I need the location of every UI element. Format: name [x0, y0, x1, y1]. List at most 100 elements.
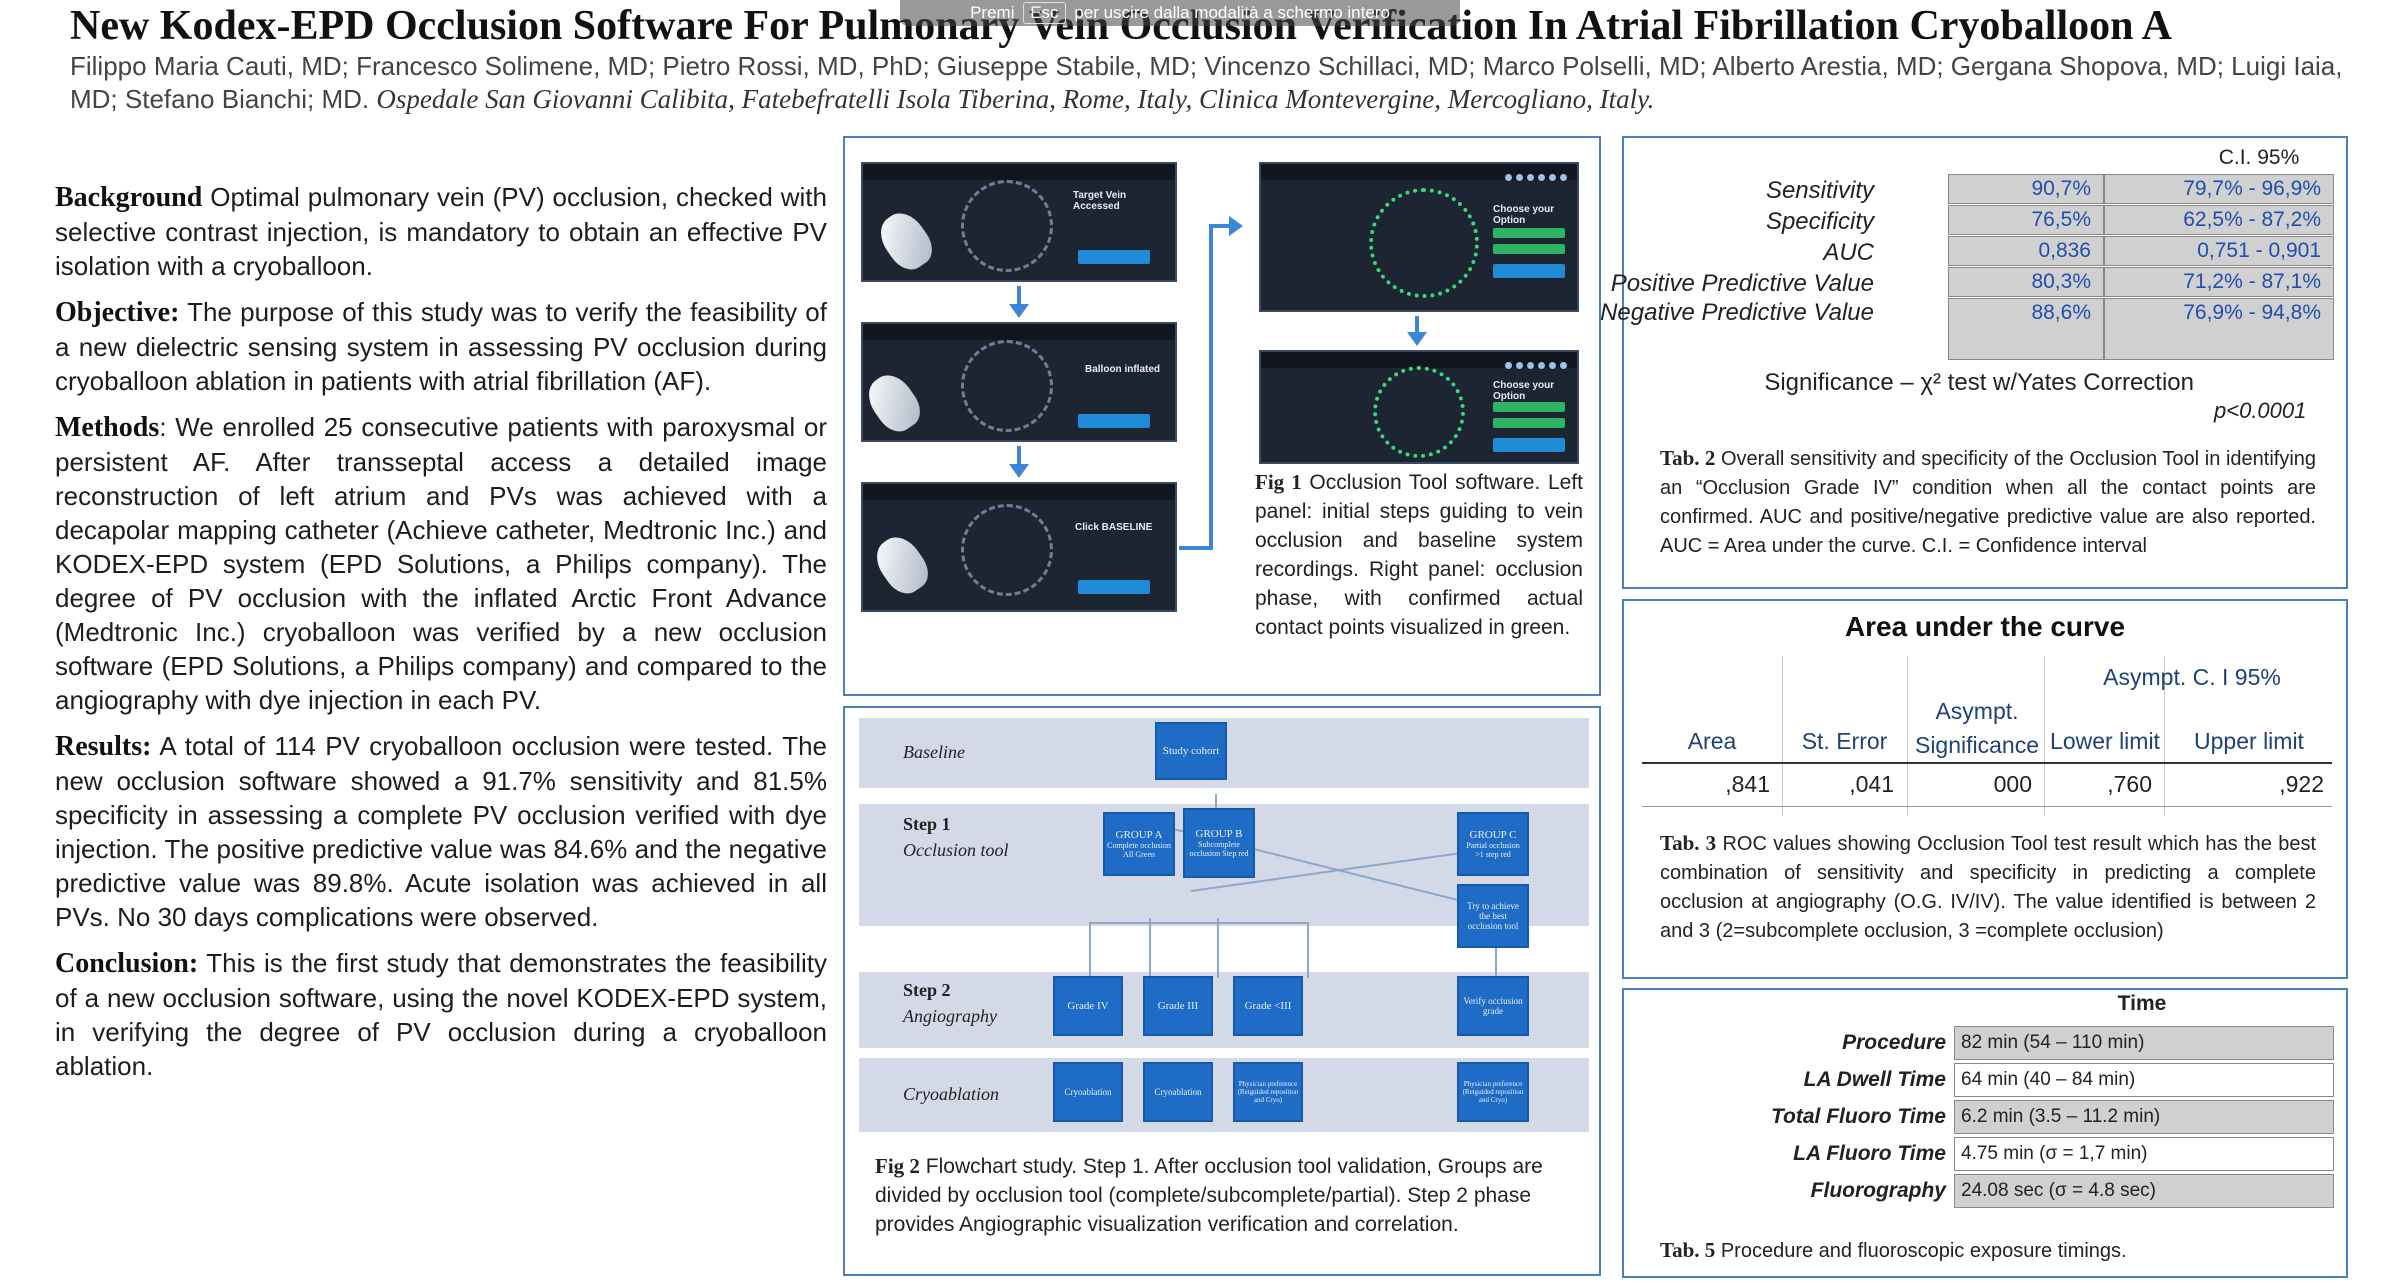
section-text: This is the first study that demonstrate…	[55, 948, 827, 1081]
col-header: Area	[1687, 728, 1737, 754]
next-button-icon	[1078, 250, 1150, 264]
row-label: LA Fluoro Time	[1793, 1142, 1946, 1165]
row-label: Negative Predictive Value	[1600, 299, 1874, 326]
significance-label: Significance – χ² test w/Yates Correctio…	[1764, 369, 2194, 396]
table-2-caption: Tab. 2 Overall sensitivity and specifici…	[1660, 444, 2316, 561]
physician-preference-box: Physician preference (Retguided repositi…	[1233, 1062, 1303, 1122]
row-ci: 76,9% - 94,8%	[2104, 298, 2334, 360]
grade-lt-iii-box: Grade <III	[1233, 976, 1303, 1036]
caption-text: Flowchart study. Step 1. After occlusion…	[875, 1155, 1543, 1236]
row-label: Positive Predictive Value	[1610, 270, 1874, 297]
cell: ,841	[1725, 771, 1770, 797]
figure-1-panel: Target Vein Accessed Balloon inflated Cl…	[843, 136, 1601, 696]
col-header: Asympt. Significance	[1914, 698, 2040, 758]
software-screen: Click BASELINE	[861, 482, 1177, 612]
section-heading: Background	[55, 182, 203, 213]
connector-line	[1179, 546, 1211, 550]
band-label: Step 1	[903, 814, 951, 834]
table-2-panel: C.I. 95% Sensitivity 90,7% 79,7% - 96,9%…	[1600, 136, 2348, 589]
col-header: Asympt. C. I 95%	[2103, 664, 2281, 690]
table-label: Tab. 5	[1660, 1238, 1716, 1262]
option-button-icon	[1493, 418, 1565, 428]
row-ci: 62,5% - 87,2%	[2104, 205, 2334, 235]
table-row: Sensitivity 90,7% 79,7% - 96,9%	[1634, 174, 2334, 204]
next-button-icon	[1493, 438, 1565, 452]
table-label: Tab. 2	[1660, 446, 1716, 470]
author-line: Filippo Maria Cauti, MD; Francesco Solim…	[70, 50, 2370, 116]
cell: ,041	[1849, 771, 1894, 797]
table-row: Total Fluoro Time 6.2 min (3.5 – 11.2 mi…	[1634, 1100, 2334, 1134]
table-row: Negative Predictive Value 88,6% 76,9% - …	[1600, 298, 2334, 360]
p-value: p<0.0001	[2214, 398, 2307, 423]
conclusion-section: Conclusion: This is the first study that…	[55, 946, 827, 1083]
flow-arrow-icon	[1407, 316, 1427, 346]
table-rule	[1642, 762, 2332, 764]
figure-2-panel: Baseline Step 1 Occlusion tool Step 2 An…	[843, 706, 1601, 1276]
next-button-icon	[1493, 264, 1565, 278]
row-label: LA Dwell Time	[1803, 1068, 1946, 1091]
flow-line	[1149, 918, 1151, 978]
figure-label: Fig 2	[875, 1154, 920, 1178]
caption-text: Occlusion Tool software. Left panel: ini…	[1255, 471, 1583, 639]
table-row: Fluorography 24.08 sec (σ = 4.8 sec)	[1634, 1174, 2334, 1208]
toast-prefix: Premi	[970, 3, 1015, 22]
auc-table: Asympt. C. I 95% Asympt. Significance Ar…	[1642, 656, 2332, 836]
flow-line	[1307, 922, 1309, 978]
section-text: Optimal pulmonary vein (PV) occlusion, c…	[55, 182, 827, 281]
methods-section: Methods: We enrolled 25 consecutive pati…	[55, 410, 827, 717]
row-value: 80,3%	[1948, 267, 2104, 297]
abstract-column: Background Optimal pulmonary vein (PV) o…	[55, 180, 827, 1095]
contact-ring-icon	[1373, 366, 1465, 458]
time-header: Time	[2117, 992, 2167, 1015]
figure-label: Fig 1	[1255, 470, 1302, 494]
baseline-button-icon	[1078, 580, 1150, 594]
row-value: 6.2 min (3.5 – 11.2 min)	[1954, 1100, 2334, 1134]
connector-line	[1209, 224, 1231, 228]
cell: ,760	[2107, 771, 2152, 797]
table-label: Tab. 3	[1660, 831, 1717, 855]
esc-key-badge[interactable]: Esc	[1023, 2, 1066, 24]
band-label: Cryoablation	[903, 1084, 1000, 1104]
figure-2-caption: Fig 2 Flowchart study. Step 1. After occ…	[875, 1152, 1575, 1239]
physician-preference-box: Physician preference (Retguided repositi…	[1457, 1062, 1529, 1122]
row-value: 4.75 min (σ = 1,7 min)	[1954, 1137, 2334, 1171]
caption-text: Procedure and fluoroscopic exposure timi…	[1720, 1240, 2127, 1262]
col-header: Upper limit	[2194, 728, 2304, 754]
row-value: 90,7%	[1948, 174, 2104, 204]
try-best-occlusion-box: Try to achieve the best occlusion tool	[1457, 884, 1529, 948]
section-text: : We enrolled 25 consecutive patients wi…	[55, 412, 827, 715]
band-label: Baseline	[903, 742, 965, 762]
figure-1-caption: Fig 1 Occlusion Tool software. Left pane…	[1255, 468, 1583, 642]
row-label: Sensitivity	[1765, 177, 1874, 204]
flow-line	[1089, 922, 1091, 978]
objective-section: Objective: The purpose of this study was…	[55, 295, 827, 398]
flow-line	[1089, 922, 1309, 924]
screen-label: Click BASELINE	[1075, 522, 1153, 533]
results-section: Results: A total of 114 PV cryoballoon o…	[55, 729, 827, 934]
row-value: 82 min (54 – 110 min)	[1954, 1026, 2334, 1060]
row-ci: 71,2% - 87,1%	[2104, 267, 2334, 297]
table-row: LA Fluoro Time 4.75 min (σ = 1,7 min)	[1634, 1137, 2334, 1171]
toast-suffix: per uscire dalla modalità a schermo inte…	[1074, 3, 1390, 22]
cryoablation-box: Cryoablation	[1143, 1062, 1213, 1122]
row-label: AUC	[1823, 239, 1874, 266]
row-value: 64 min (40 – 84 min)	[1954, 1063, 2334, 1097]
table-rule	[1642, 806, 2332, 807]
flow-arrow-icon	[1009, 286, 1029, 318]
section-heading: Objective:	[55, 297, 180, 328]
row-value: 76,5%	[1948, 205, 2104, 235]
section-text: The purpose of this study was to verify …	[55, 297, 827, 396]
software-screen: Target Vein Accessed	[861, 162, 1177, 282]
table-row: AUC 0,836 0,751 - 0,901	[1634, 236, 2334, 266]
col-header: Lower limit	[2050, 728, 2160, 754]
verify-occlusion-box: Verify occlusion grade	[1457, 976, 1529, 1036]
row-label: Specificity	[1765, 208, 1874, 235]
caption-text: ROC values showing Occlusion Tool test r…	[1660, 833, 2317, 942]
band-sublabel: Occlusion tool	[903, 840, 1009, 860]
authors: Filippo Maria Cauti, MD; Francesco Solim…	[70, 51, 2343, 114]
table-row: Procedure 82 min (54 – 110 min)	[1634, 1026, 2334, 1060]
col-header: St. Error	[1801, 728, 1888, 754]
